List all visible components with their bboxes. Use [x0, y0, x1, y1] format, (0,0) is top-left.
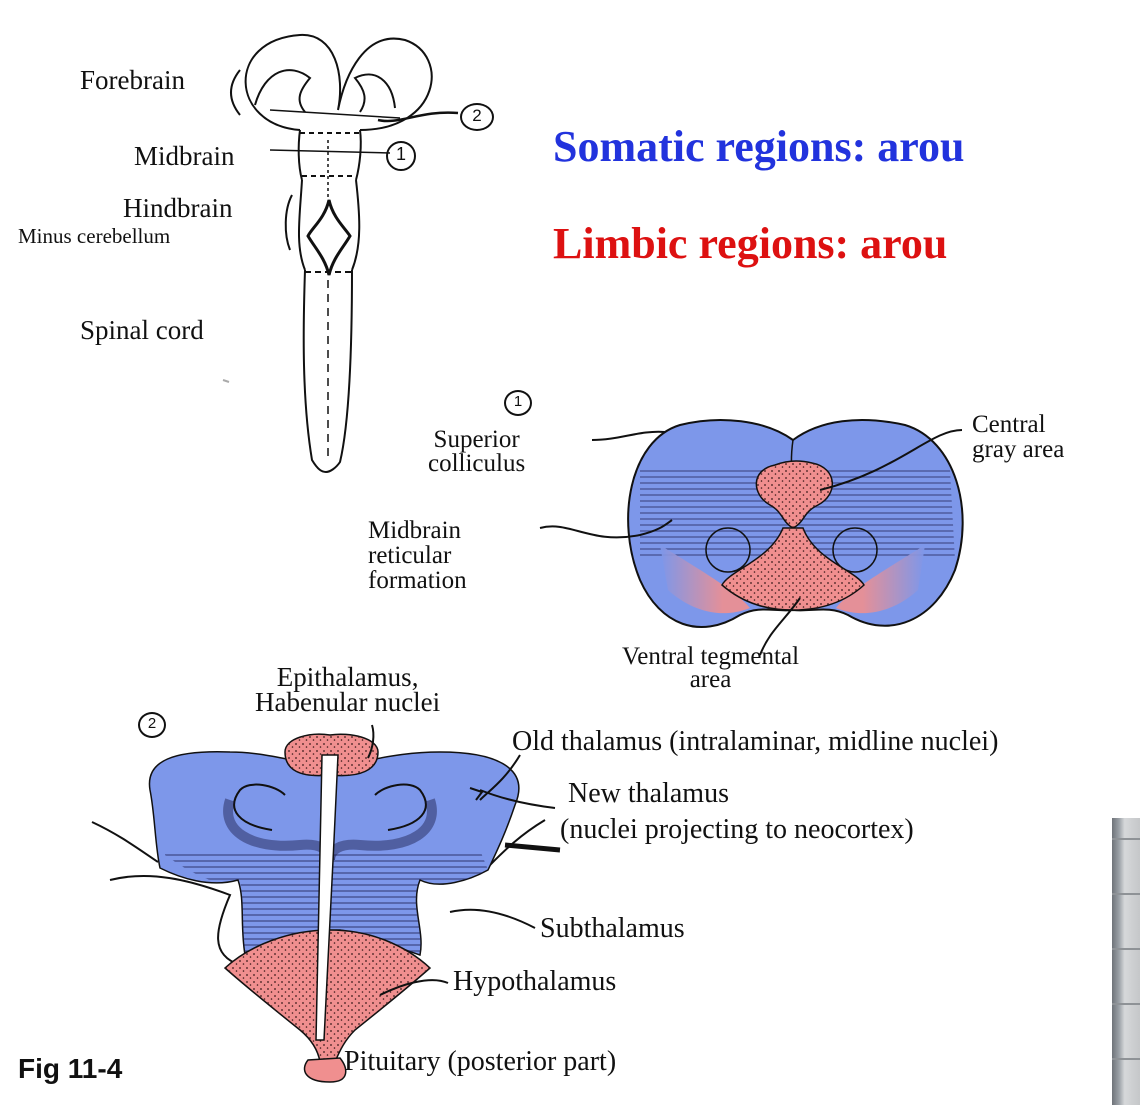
- thalamus-section-drawing: [92, 725, 560, 1082]
- brain-axis-drawing: [231, 35, 458, 472]
- ventral-tegmental-label: Ventral tegmental area: [622, 645, 799, 691]
- midbrain-section-number: 1: [504, 390, 532, 416]
- photo-fragment: [1112, 818, 1140, 1105]
- superior-colliculus-label: Superior colliculus: [428, 428, 525, 476]
- central-gray-label: Central gray area: [972, 412, 1064, 462]
- midbrain-section-drawing: [540, 420, 963, 655]
- reticular-formation-label: Midbrain reticular formation: [368, 518, 467, 593]
- limbic-heading: Limbic regions: arou: [553, 222, 947, 266]
- pituitary-label: Pituitary (posterior part): [344, 1048, 616, 1076]
- section-2-marker: 2: [460, 103, 494, 131]
- new-thalamus-note: (nuclei projecting to neocortex): [560, 816, 914, 844]
- figure-caption: Fig 11-4: [18, 1055, 122, 1083]
- subthalamus-label: Subthalamus: [540, 915, 685, 943]
- forebrain-label: Forebrain: [80, 67, 185, 94]
- thalamus-section-number: 2: [138, 712, 166, 738]
- spinal-cord-label: Spinal cord: [80, 317, 204, 344]
- minus-cerebellum-label: Minus cerebellum: [18, 226, 170, 247]
- epithalamus-label: Epithalamus, Habenular nuclei: [255, 665, 440, 715]
- midbrain-label: Midbrain: [134, 143, 235, 170]
- hindbrain-label: Hindbrain: [123, 195, 232, 222]
- section-1-marker: 1: [386, 141, 416, 171]
- hypothalamus-label: Hypothalamus: [453, 968, 616, 996]
- somatic-heading: Somatic regions: arou: [553, 125, 964, 169]
- new-thalamus-label: New thalamus: [568, 780, 729, 808]
- old-thalamus-label: Old thalamus (intralaminar, midline nucl…: [512, 728, 998, 756]
